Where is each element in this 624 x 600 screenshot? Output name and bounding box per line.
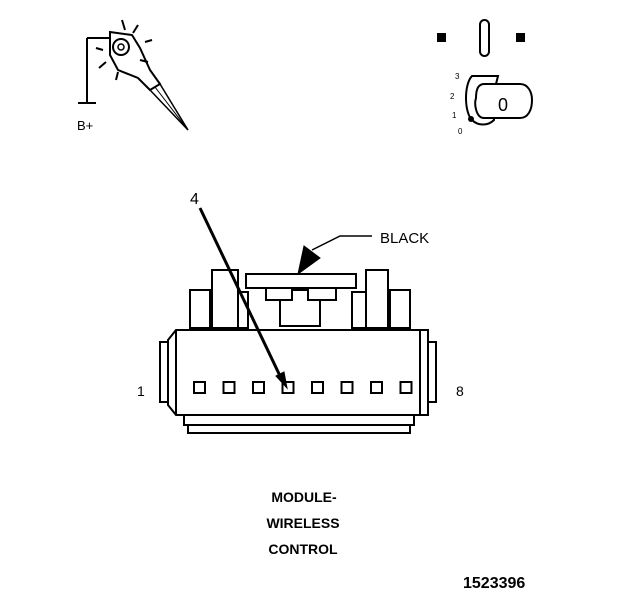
- pin-cavity-1: [193, 381, 206, 394]
- ignition-position-1: 1: [452, 111, 457, 120]
- pin-last-label: 8: [456, 383, 464, 399]
- pin-row: [193, 381, 413, 394]
- pin-cavity-2: [222, 381, 236, 394]
- supply-label: B+: [77, 118, 93, 133]
- component-name-line-2: WIRELESS: [266, 515, 339, 531]
- figure-id: 1523396: [463, 575, 525, 592]
- pin-cavity-3: [252, 381, 265, 394]
- pin-cavity-8: [399, 381, 413, 394]
- ignition-switch-icon: [437, 19, 534, 126]
- pin-cavity-5: [311, 381, 324, 394]
- test-light-icon: [78, 19, 189, 131]
- pin-callout-label: 4: [190, 191, 199, 208]
- key-position-label: 0: [498, 95, 508, 115]
- pin-cavity-7: [370, 381, 383, 394]
- connector-color-label: BLACK: [380, 230, 429, 247]
- component-name-line-3: CONTROL: [268, 541, 338, 557]
- pin-cavity-6: [340, 381, 354, 394]
- color-callout-arrow: [297, 235, 372, 276]
- component-name-line-1: MODULE-: [271, 489, 337, 505]
- pin-first-label: 1: [137, 383, 145, 399]
- ignition-position-2: 2: [450, 92, 455, 101]
- ignition-position-3: 3: [455, 72, 460, 81]
- pin-callout-arrow: [198, 207, 288, 390]
- connector-body: [159, 269, 437, 434]
- pin-cavity-4: [281, 381, 295, 394]
- ignition-position-0: 0: [458, 127, 463, 136]
